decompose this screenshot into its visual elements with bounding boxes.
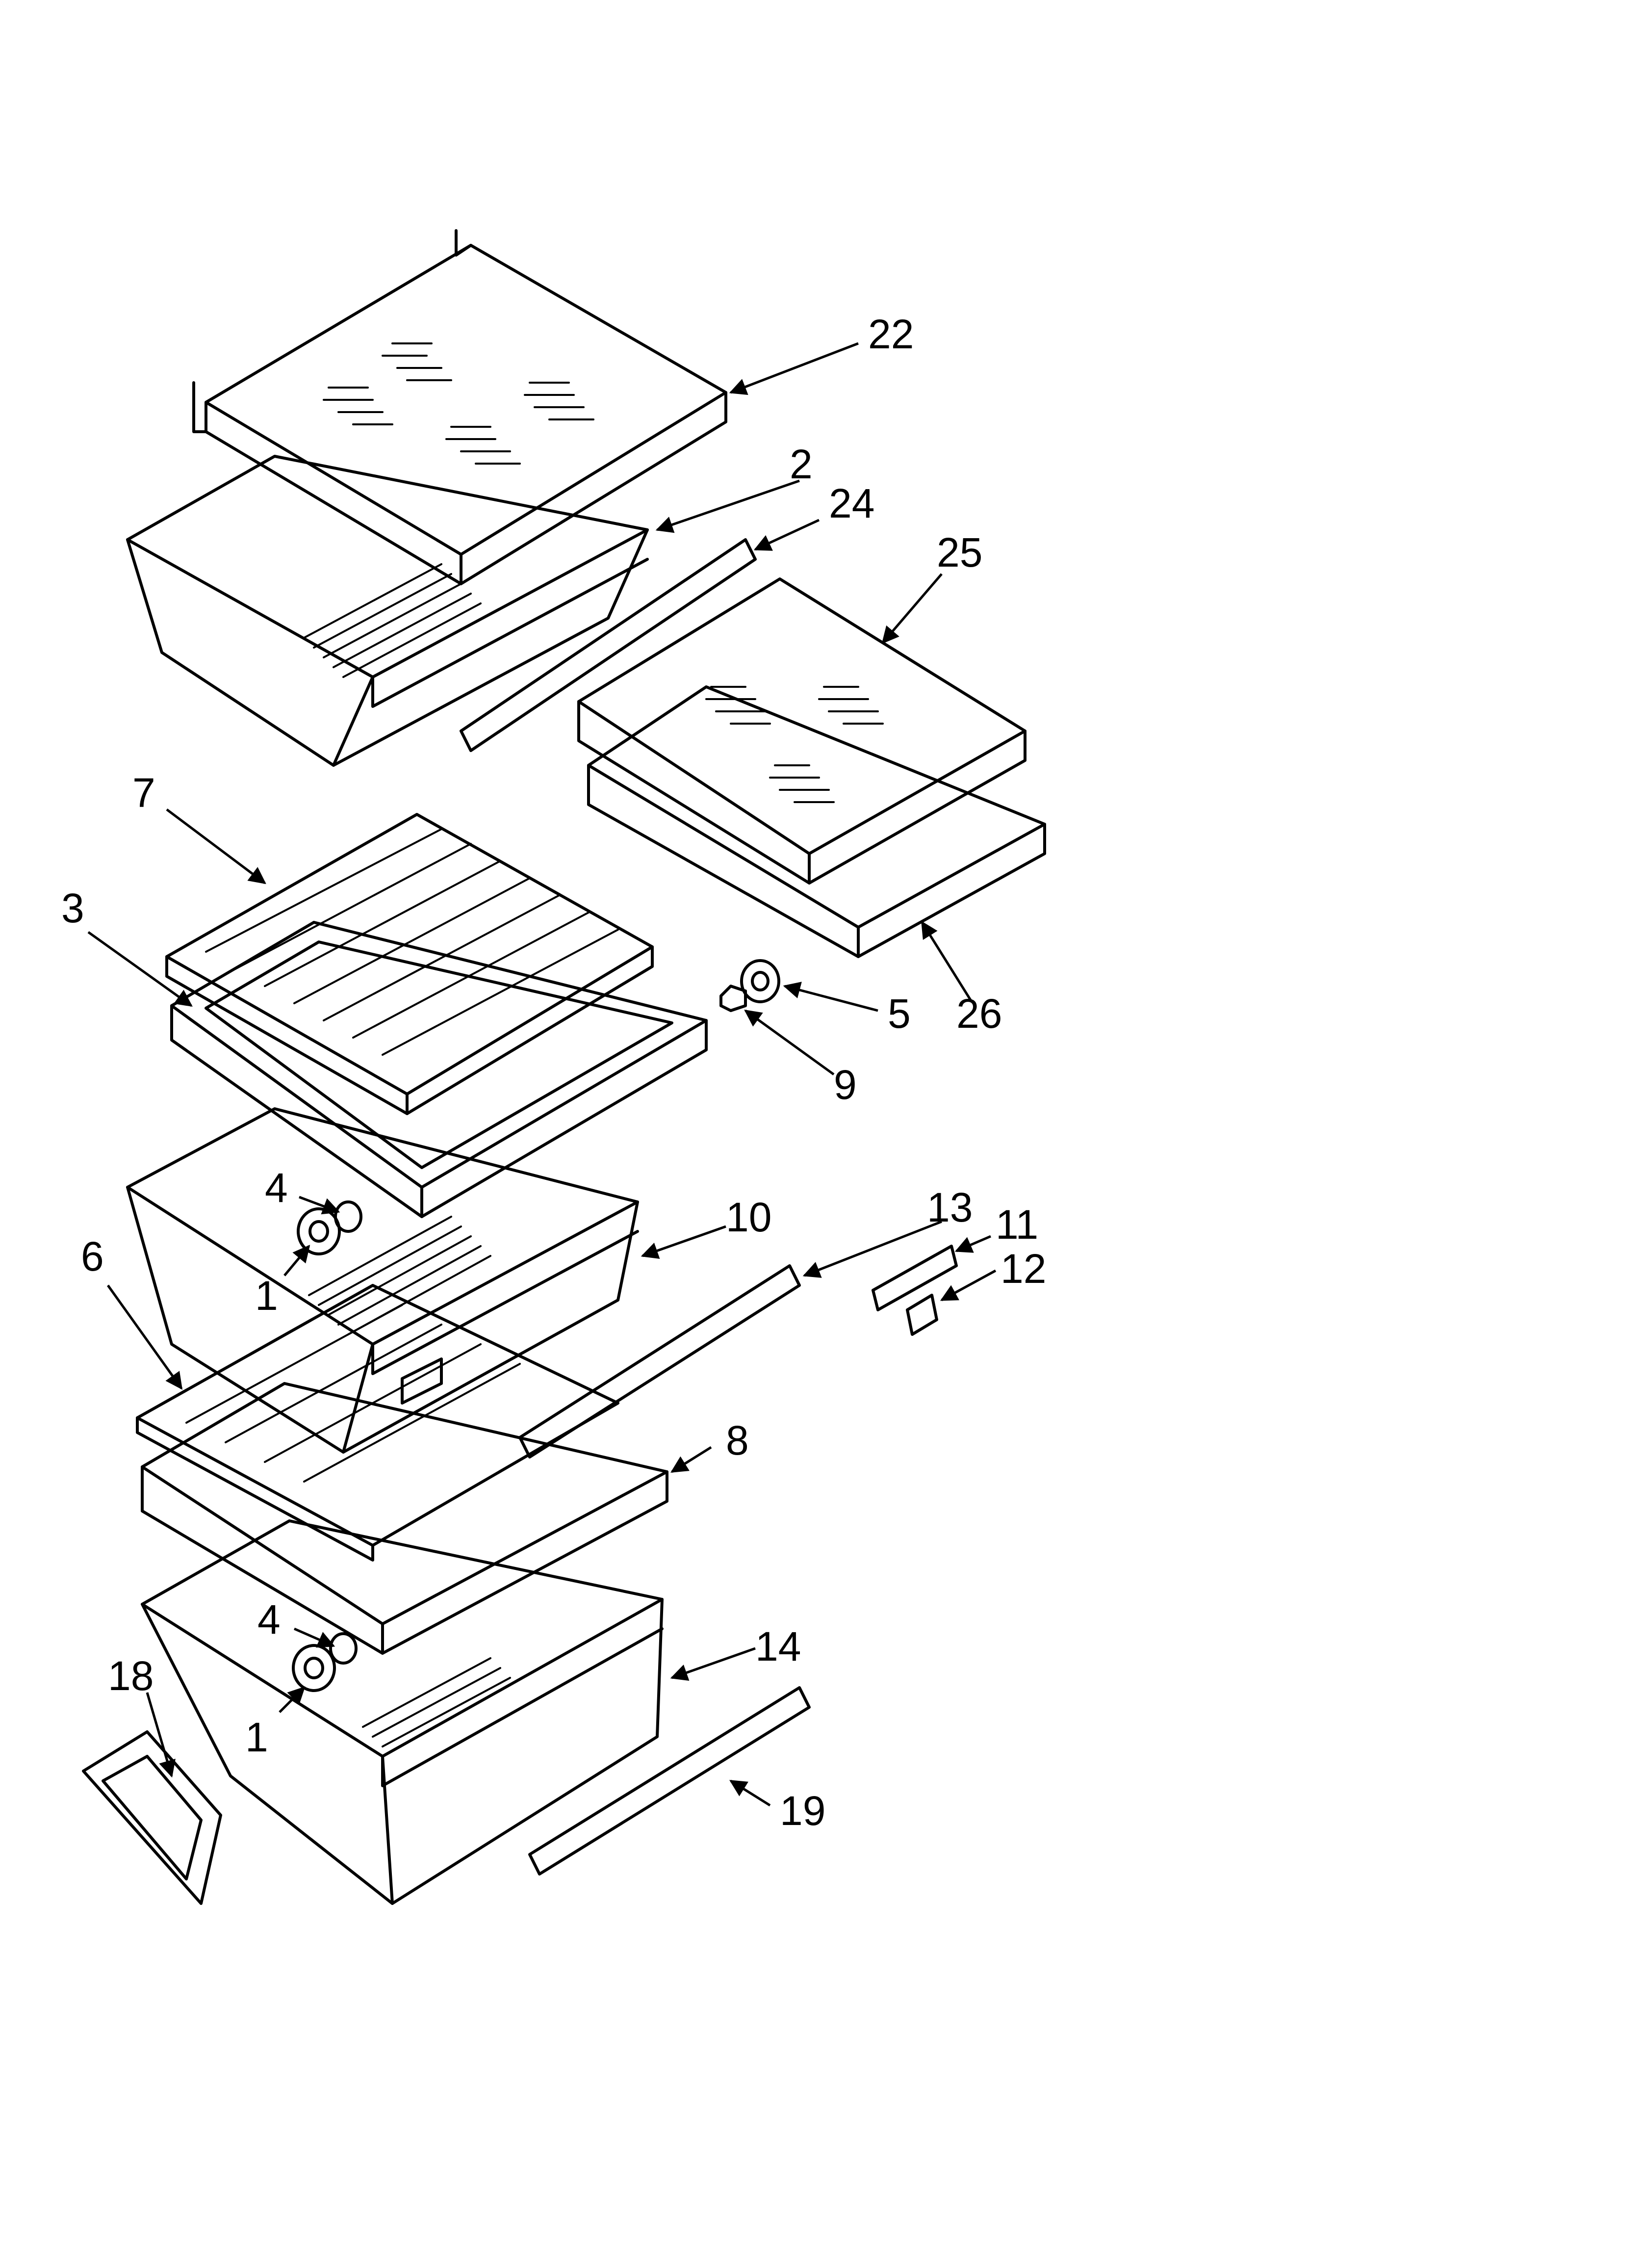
callout-7: 7	[132, 770, 155, 816]
part-14-bottom-crisper-drawer	[141, 1519, 664, 1905]
leader-lines	[87, 342, 997, 1807]
part-1-upper-roller	[297, 1207, 341, 1255]
part-8-lower-shelf-frame	[141, 1382, 668, 1655]
callout-8: 8	[726, 1417, 749, 1463]
callout-3: 3	[61, 885, 84, 931]
part-1-lower-roller	[292, 1644, 336, 1692]
callout-5: 5	[888, 991, 911, 1037]
callout-6: 6	[81, 1233, 104, 1279]
callout-labels: 22 2 24 25 7 3 5 26 9 4 10 13 11 12 6 1 …	[61, 311, 1046, 1834]
part-25-deli-tray	[577, 577, 1026, 885]
part-4-lower-wheel	[329, 1632, 358, 1665]
callout-4-upper: 4	[265, 1165, 288, 1211]
part-24-crisper-cover-front	[460, 538, 757, 752]
callout-4-lower: 4	[257, 1596, 281, 1642]
part-3-shelf-frame	[170, 921, 708, 1218]
callout-13: 13	[927, 1184, 973, 1230]
callout-26: 26	[956, 991, 1002, 1037]
callout-14: 14	[755, 1623, 801, 1669]
callout-1-upper: 1	[255, 1273, 278, 1319]
part-13-cover-front	[518, 1264, 801, 1459]
callout-11: 11	[996, 1201, 1038, 1248]
part-19-bottom-cover-front	[528, 1686, 811, 1876]
callout-22: 22	[868, 311, 914, 357]
callout-12: 12	[1001, 1246, 1046, 1292]
part-6-lower-glass	[136, 1284, 619, 1562]
part-11-control-slide	[872, 1245, 958, 1311]
part-9-screw	[719, 985, 747, 1012]
part-7-glass-insert	[165, 813, 654, 1115]
callout-2: 2	[790, 441, 813, 487]
callout-9: 9	[834, 1062, 857, 1108]
callout-18: 18	[108, 1653, 154, 1699]
part-12-control-clip	[906, 1294, 938, 1336]
part-26-deli-support	[587, 685, 1046, 958]
part-2-upper-crisper-drawer	[126, 455, 649, 767]
callout-19: 19	[780, 1788, 825, 1834]
callout-10: 10	[726, 1194, 771, 1240]
callout-1-lower: 1	[245, 1714, 268, 1760]
callout-24: 24	[829, 480, 874, 526]
part-22-top-shelf	[192, 229, 727, 585]
part-5-roller	[740, 959, 780, 1003]
part-18-label-frame	[82, 1730, 222, 1905]
callout-25: 25	[937, 529, 982, 575]
